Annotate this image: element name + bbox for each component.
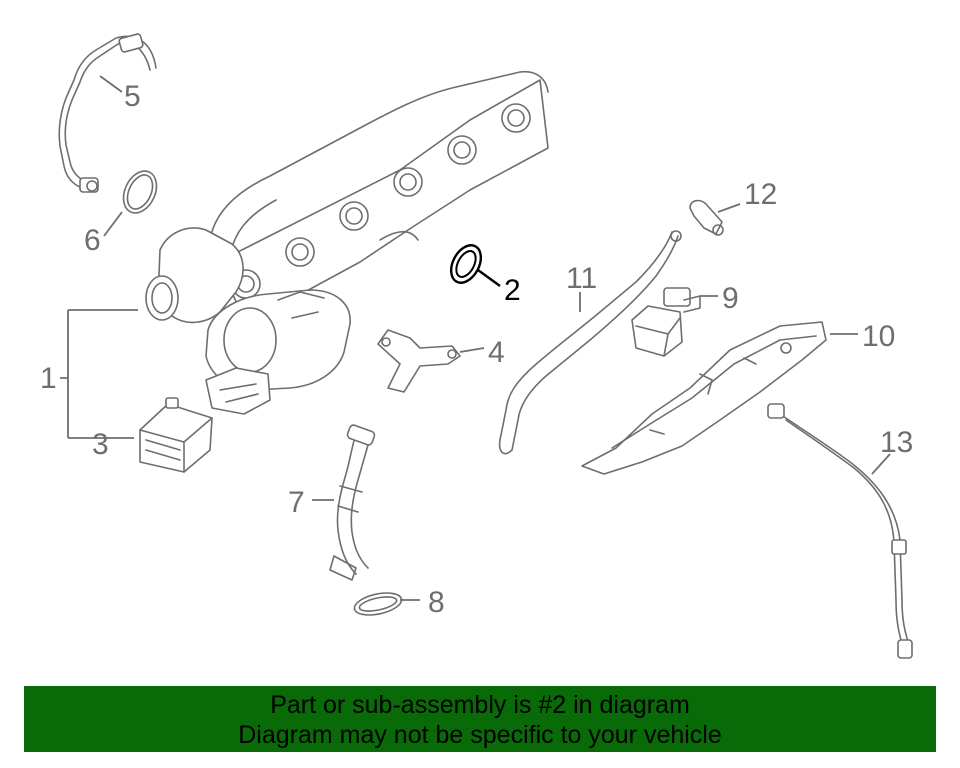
callout-10: 10 [862, 320, 895, 353]
callout-13: 13 [880, 426, 913, 459]
connector-12-part [689, 199, 724, 236]
o-ring-8-part [353, 592, 403, 616]
heat-shield-part [581, 321, 827, 475]
callout-11: 11 [566, 262, 597, 295]
callout-3: 3 [92, 428, 109, 461]
bracket-part [377, 329, 461, 393]
callout-1: 1 [40, 362, 57, 395]
coolant-pipe-part [329, 424, 376, 581]
callout-6: 6 [84, 224, 101, 257]
callout-8: 8 [428, 586, 445, 619]
actuator-part [139, 397, 213, 473]
callout-12: 12 [744, 178, 777, 211]
turbocharger-manifold-part [145, 70, 549, 415]
parts-diagram: 1 2 3 4 5 6 7 8 9 10 11 12 13 [40, 33, 913, 659]
oil-feed-line-part [58, 33, 157, 193]
banner-line-2: Diagram may not be specific to your vehi… [238, 721, 722, 749]
callout-5: 5 [124, 80, 141, 113]
callout-4: 4 [488, 336, 505, 369]
banner-line-1: Part or sub-assembly is #2 in diagram [270, 691, 690, 719]
vacuum-hose-part [498, 230, 682, 455]
leader-lines [60, 75, 891, 601]
callout-2: 2 [504, 274, 521, 307]
valve-part [631, 287, 701, 357]
gasket-part [449, 244, 483, 284]
callout-7: 7 [288, 486, 305, 519]
callout-labels: 1 2 3 4 5 6 7 8 9 10 11 12 13 [40, 80, 913, 619]
sensor-wire-part [767, 403, 913, 659]
o-ring-6-part [122, 170, 158, 214]
part-info-banner: Part or sub-assembly is #2 in diagram Di… [24, 686, 936, 752]
callout-9: 9 [722, 282, 739, 315]
